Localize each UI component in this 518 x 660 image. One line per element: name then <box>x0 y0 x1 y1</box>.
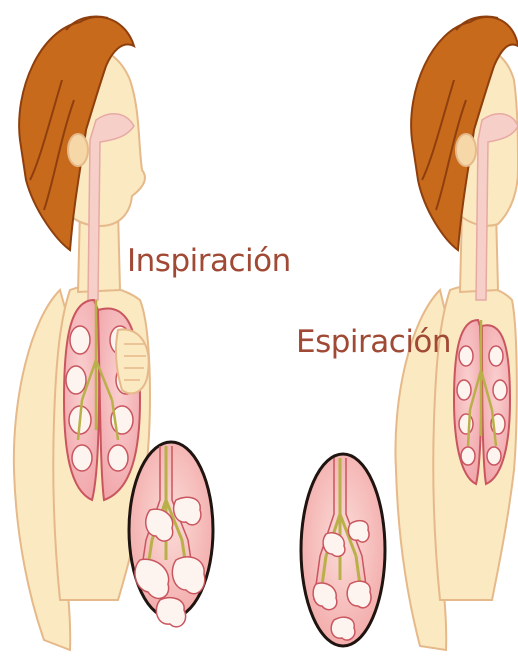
expiration-label: Espiración <box>296 324 451 360</box>
inspiration-label: Inspiración <box>127 243 291 279</box>
alveoli-zoom-icon <box>129 442 213 627</box>
left-ear <box>68 134 88 166</box>
alveoli-zoom-icon <box>301 454 385 646</box>
right-ear <box>456 134 476 166</box>
